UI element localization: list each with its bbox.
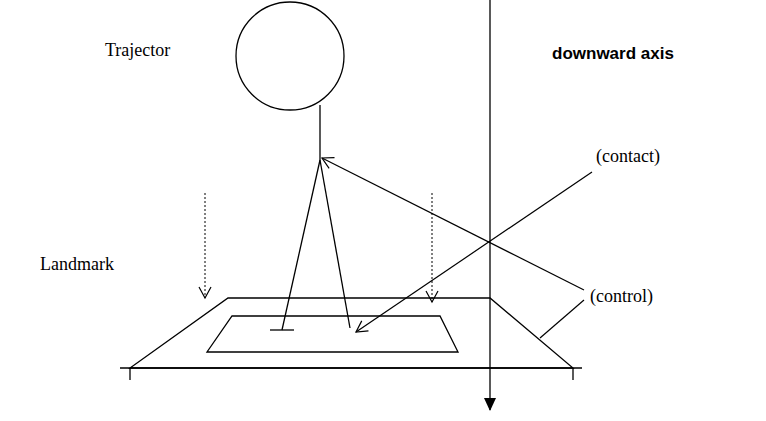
trajector-label: Trajector (105, 40, 170, 62)
axis-label: downward axis (552, 44, 674, 64)
contact-leader (356, 172, 592, 332)
landmark-label: Landmark (40, 254, 114, 276)
downward-axis-line (489, 0, 490, 410)
stick-figure (236, 2, 350, 330)
control-leader (322, 158, 584, 290)
control-label: (control) (590, 286, 653, 308)
contact-label: (contact) (596, 146, 660, 168)
control-leader (540, 300, 584, 338)
motion-arrow (205, 193, 432, 302)
landmark-surface (120, 298, 582, 380)
